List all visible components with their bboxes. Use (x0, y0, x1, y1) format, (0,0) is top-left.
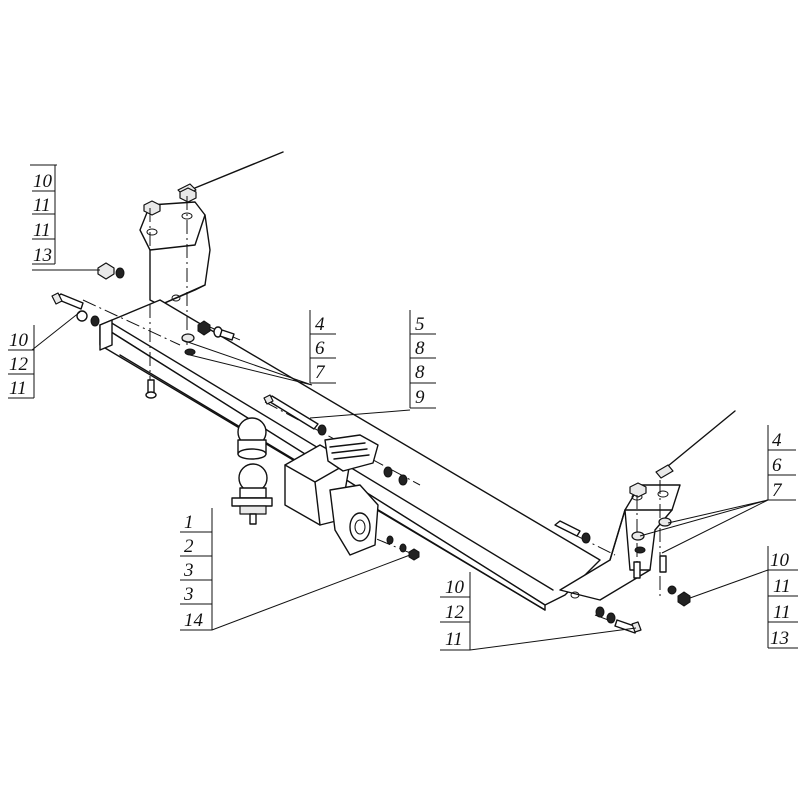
ball-mount (284, 434, 379, 556)
center-fastener-set (383, 466, 420, 561)
callout-label: 5 (415, 314, 425, 335)
callout-stack-left: 10 12 11 (8, 325, 35, 399)
right-bracket (559, 484, 681, 601)
left-top-nuts (143, 187, 197, 216)
callout-stack-bottom-center: 10 12 11 (440, 572, 471, 651)
centerline (82, 299, 181, 346)
right-wire-plug (655, 464, 674, 479)
tow-ball-upper (237, 417, 267, 460)
right-top-nut (629, 482, 647, 498)
callout-label: 8 (415, 362, 425, 383)
callout-label: 9 (415, 387, 425, 408)
callout-stack-center-b: 5 8 8 9 (409, 310, 436, 409)
callout-label: 11 (445, 629, 463, 650)
right-wire (667, 410, 736, 467)
left-bolt-set (51, 292, 100, 327)
callout-stack-bottom-left: 1 2 3 3 14 (180, 508, 213, 631)
callout-label: 6 (315, 338, 325, 359)
callout-label: 7 (315, 362, 326, 383)
callout-label: 10 (770, 550, 790, 571)
callout-label: 11 (773, 576, 791, 597)
callout-label: 2 (184, 536, 194, 557)
callout-label: 1 (184, 512, 194, 533)
callout-label: 6 (772, 455, 782, 476)
callout-label: 14 (184, 610, 204, 631)
callout-label: 10 (9, 330, 29, 351)
long-bolt (263, 394, 327, 436)
center-left-bolt-set (181, 320, 235, 356)
callout-label: 11 (33, 195, 51, 216)
callout-label: 8 (415, 338, 425, 359)
callout-label: 4 (315, 314, 325, 335)
right-bolt-set (554, 517, 691, 634)
callout-label: 3 (183, 560, 194, 581)
callout-stack-center-a: 4 6 7 (309, 310, 336, 384)
left-wire (189, 151, 284, 191)
centerline (264, 401, 421, 486)
callout-label: 13 (33, 245, 52, 266)
callout-label: 11 (33, 220, 51, 241)
callout-label: 7 (772, 480, 783, 501)
callout-label: 3 (183, 584, 194, 605)
callout-label: 11 (773, 602, 791, 623)
callout-label: 13 (770, 628, 789, 649)
callout-stack-right-lower: 10 11 11 13 (767, 546, 798, 649)
callout-stack-right-upper: 4 6 7 (767, 425, 796, 501)
callout-label: 12 (9, 354, 29, 375)
tow-ball-lower (231, 463, 273, 525)
callout-label: 4 (772, 430, 782, 451)
callout-label: 11 (9, 378, 27, 399)
callout-stack-top-left: 10 11 11 13 (30, 164, 57, 266)
callout-label: 10 (445, 577, 465, 598)
callout-label: 10 (33, 171, 53, 192)
callout-label: 12 (445, 602, 465, 623)
left-top-bolt-set (97, 262, 157, 399)
